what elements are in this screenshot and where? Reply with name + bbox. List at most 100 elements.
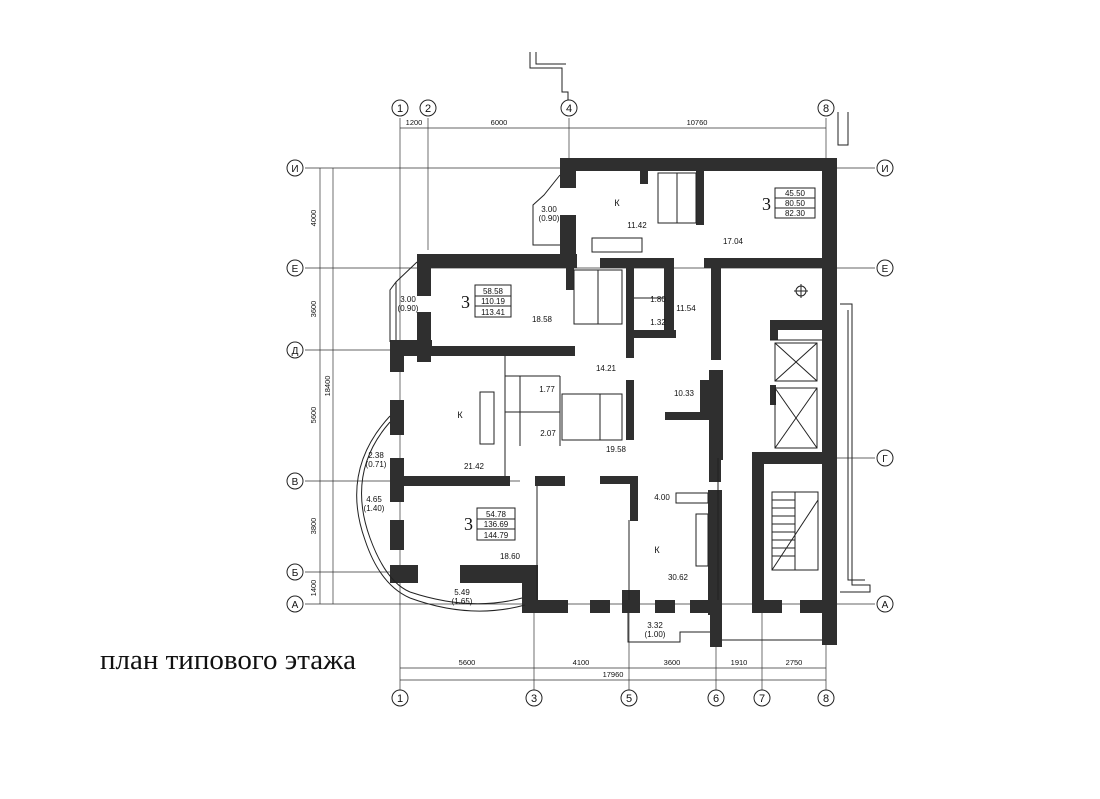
svg-text:Б: Б: [292, 568, 299, 579]
axis-bubble-E-left: Е: [286, 259, 304, 277]
svg-text:(1.40): (1.40): [364, 504, 385, 513]
svg-text:7: 7: [759, 693, 765, 705]
axis-bubble-D-left: Д: [286, 341, 304, 359]
svg-text:11.42: 11.42: [627, 221, 647, 230]
apartment-summary-2: 3 58.58 110.19 113.41: [461, 284, 512, 318]
svg-text:5.49: 5.49: [454, 588, 470, 597]
axis-bubble-8-bottom: 8: [817, 689, 835, 707]
svg-text:8: 8: [823, 103, 829, 115]
thin-lines: [356, 52, 871, 643]
walls: [390, 158, 837, 647]
svg-text:11.54: 11.54: [676, 304, 696, 313]
axis-bubble-A-right: А: [876, 595, 894, 613]
svg-text:5600: 5600: [309, 407, 318, 424]
axis-bubble-7-bottom: 7: [753, 689, 771, 707]
axis-bubble-4-top: 4: [560, 99, 578, 117]
svg-text:4.65: 4.65: [366, 495, 382, 504]
svg-text:Г: Г: [882, 454, 888, 465]
svg-text:1: 1: [397, 103, 403, 115]
axis-bubble-V-left: В: [286, 472, 304, 490]
svg-text:17.04: 17.04: [723, 237, 744, 246]
apartment-summary-3: 3 54.78 136.69 144.79: [464, 507, 516, 541]
svg-text:3.32: 3.32: [647, 621, 663, 630]
svg-text:3.00: 3.00: [400, 295, 416, 304]
svg-text:А: А: [292, 600, 299, 611]
axis-bubble-E-right: Е: [876, 259, 894, 277]
svg-text:30.62: 30.62: [668, 573, 689, 582]
svg-text:21.42: 21.42: [464, 462, 485, 471]
svg-text:3600: 3600: [309, 301, 318, 318]
svg-text:8: 8: [823, 693, 829, 705]
svg-text:6: 6: [713, 693, 719, 705]
svg-text:110.19: 110.19: [481, 297, 505, 306]
svg-text:3: 3: [461, 292, 470, 312]
svg-text:(0.90): (0.90): [539, 214, 560, 223]
svg-text:136.69: 136.69: [484, 520, 509, 529]
apartment-summary-1: 3 45.50 80.50 82.30: [762, 187, 816, 219]
svg-text:(0.90): (0.90): [398, 304, 419, 313]
svg-text:10.33: 10.33: [674, 389, 695, 398]
svg-text:4.00: 4.00: [654, 493, 670, 502]
svg-text:18.60: 18.60: [500, 552, 521, 561]
svg-text:3800: 3800: [309, 518, 318, 535]
svg-text:3600: 3600: [664, 658, 681, 667]
dimension-labels-bottom: 5600 4100 3600 1910 2750 17960: [459, 658, 803, 679]
axis-bubble-1-top: 1: [391, 99, 409, 117]
axis-bubble-3-bottom: 3: [525, 689, 543, 707]
svg-text:2: 2: [425, 103, 431, 115]
svg-text:1910: 1910: [731, 658, 748, 667]
dimension-labels-left: 4000 3600 5600 3800 1400 18400: [309, 210, 332, 597]
svg-text:17960: 17960: [603, 670, 624, 679]
svg-text:(0.71): (0.71): [366, 460, 387, 469]
dimension-lines: [319, 127, 826, 681]
svg-text:2.38: 2.38: [368, 451, 384, 460]
svg-text:3.00: 3.00: [541, 205, 557, 214]
svg-text:Д: Д: [292, 346, 299, 357]
svg-text:1.80: 1.80: [650, 295, 666, 304]
svg-text:1400: 1400: [309, 580, 318, 597]
svg-text:1.77: 1.77: [539, 385, 555, 394]
svg-text:3: 3: [531, 693, 537, 705]
axis-bubble-5-bottom: 5: [620, 689, 638, 707]
svg-text:82.30: 82.30: [785, 209, 806, 218]
svg-text:В: В: [292, 477, 299, 488]
svg-text:4100: 4100: [573, 658, 590, 667]
svg-text:2750: 2750: [786, 658, 803, 667]
svg-text:18.58: 18.58: [532, 315, 553, 324]
svg-text:1.32: 1.32: [650, 318, 666, 327]
svg-text:4000: 4000: [309, 210, 318, 227]
axis-bubble-G-right: Г: [876, 449, 894, 467]
svg-text:144.79: 144.79: [484, 531, 509, 540]
svg-text:Е: Е: [882, 264, 889, 275]
svg-text:18400: 18400: [323, 376, 332, 397]
svg-text:58.58: 58.58: [483, 287, 504, 296]
svg-text:А: А: [882, 600, 889, 611]
svg-text:К: К: [457, 410, 463, 420]
axis-bubble-8-top: 8: [817, 99, 835, 117]
svg-text:3: 3: [762, 194, 771, 214]
svg-text:2.07: 2.07: [540, 429, 556, 438]
svg-text:3: 3: [464, 514, 473, 534]
svg-text:5600: 5600: [459, 658, 476, 667]
svg-text:4: 4: [566, 103, 572, 115]
svg-text:Е: Е: [292, 264, 299, 275]
svg-text:54.78: 54.78: [486, 510, 507, 519]
svg-text:45.50: 45.50: [785, 189, 806, 198]
axis-bubble-2-top: 2: [419, 99, 437, 117]
svg-text:(1.00): (1.00): [645, 630, 666, 639]
svg-text:80.50: 80.50: [785, 199, 806, 208]
axis-bubble-A-left: А: [286, 595, 304, 613]
svg-text:1: 1: [397, 693, 403, 705]
axis-bubble-B-left: Б: [286, 563, 304, 581]
svg-text:К: К: [654, 545, 660, 555]
svg-text:10760: 10760: [687, 118, 708, 127]
room-area-labels: 11.42 17.04 1.80 1.32 11.54 18.58 14.21 …: [464, 221, 744, 582]
axis-bubble-I-left: И: [286, 159, 304, 177]
svg-text:19.58: 19.58: [606, 445, 627, 454]
axis-bubble-6-bottom: 6: [707, 689, 725, 707]
svg-text:К: К: [614, 198, 620, 208]
dimension-labels-top: 1200 6000 10760: [406, 118, 708, 127]
kitchen-labels: К К К: [457, 198, 660, 555]
svg-text:1200: 1200: [406, 118, 423, 127]
balcony-area-labels: 3.00 (0.90) 3.00 (0.90) 2.38 (0.71) 4.65…: [364, 205, 666, 639]
